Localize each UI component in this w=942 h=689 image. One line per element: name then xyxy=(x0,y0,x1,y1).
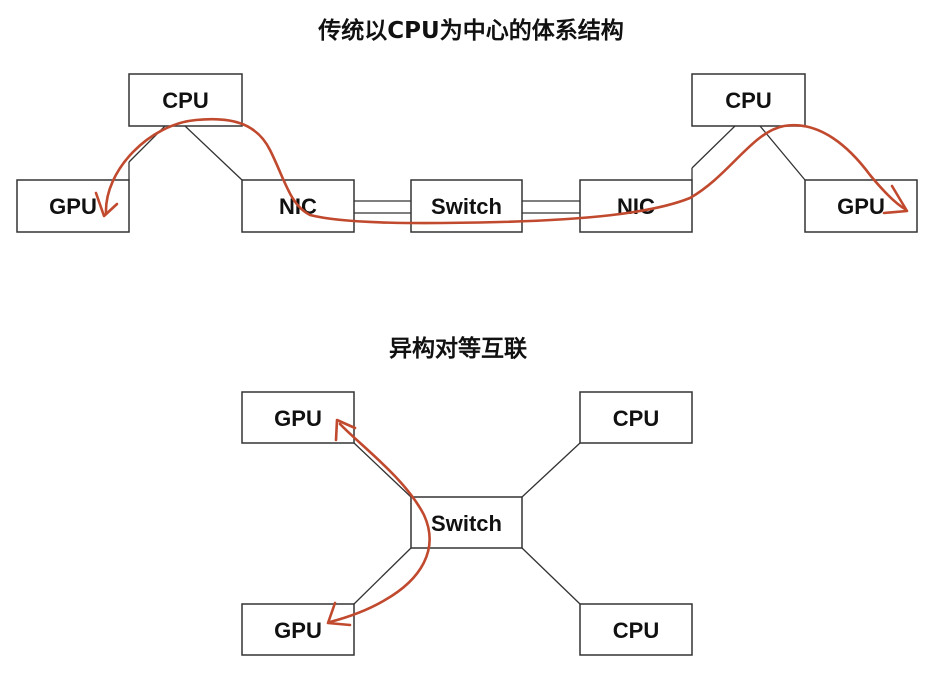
edge-gpu-top-switch xyxy=(353,442,412,498)
node-label: GPU xyxy=(274,406,322,431)
top-diagram: 传统以CPU为中心的体系结构 CPU GPU NIC xyxy=(16,17,918,233)
top-connectors xyxy=(128,125,806,214)
top-diagram-title: 传统以CPU为中心的体系结构 xyxy=(317,17,623,44)
bottom-flow-arrow xyxy=(326,418,431,627)
node-cpu-right: CPU xyxy=(691,73,806,127)
top-flow-arrowhead-right xyxy=(882,184,909,215)
node-label: CPU xyxy=(725,88,771,113)
bottom-diagram-title: 异构对等互联 xyxy=(389,335,527,362)
edge-cpu-right-gpu-right xyxy=(759,125,806,181)
edge-cpu-bottom-switch xyxy=(521,547,581,605)
edge-cpu-left-nic-left xyxy=(184,125,243,181)
top-flow-arrowhead-left xyxy=(94,191,119,218)
node-label: CPU xyxy=(613,618,659,643)
node-label: Switch xyxy=(431,194,502,219)
top-flow-arrow xyxy=(94,117,909,225)
node-gpu-bottom: GPU xyxy=(241,603,355,656)
node-label: Switch xyxy=(431,511,502,536)
top-flow-path xyxy=(104,117,907,225)
node-label: NIC xyxy=(617,194,655,219)
node-nic-right: NIC xyxy=(579,179,693,233)
node-label: CPU xyxy=(162,88,208,113)
node-cpu-left: CPU xyxy=(128,73,243,127)
bottom-diagram: 异构对等互联 GPU CPU Switch GPU CPU xyxy=(241,335,693,656)
bottom-flow-arrowhead-up xyxy=(334,418,357,442)
bottom-flow-arrowhead-down xyxy=(326,601,352,627)
bottom-flow-path xyxy=(328,422,431,624)
bottom-connectors xyxy=(353,442,581,605)
node-label: GPU xyxy=(274,618,322,643)
node-gpu-left: GPU xyxy=(16,179,130,233)
node-label: GPU xyxy=(49,194,97,219)
edge-cpu-top-switch xyxy=(521,442,581,498)
node-label: CPU xyxy=(613,406,659,431)
node-cpu-top: CPU xyxy=(579,391,693,444)
edge-cpu-right-nic-right xyxy=(691,125,736,169)
edge-gpu-bottom-switch xyxy=(353,547,412,605)
node-gpu-right: GPU xyxy=(804,179,918,233)
node-label: GPU xyxy=(837,194,885,219)
node-cpu-bottom: CPU xyxy=(579,603,693,656)
